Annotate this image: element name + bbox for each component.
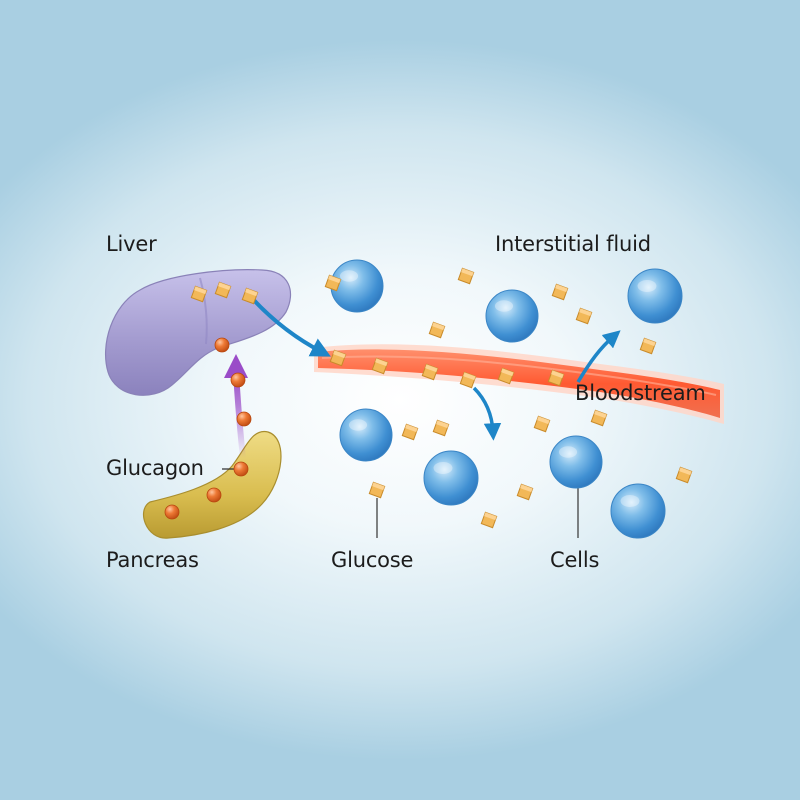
glucose-molecule [432, 419, 450, 437]
glucagon-molecule [236, 411, 252, 427]
cells-group [330, 259, 683, 539]
blood-vessel [314, 344, 724, 424]
cell [339, 408, 393, 462]
cell [485, 289, 539, 343]
glucose-group [190, 267, 693, 529]
glucose-molecule [480, 511, 498, 529]
glucose-molecule [368, 481, 386, 499]
glucagon-molecule [233, 461, 249, 477]
glucagon-label: Glucagon [106, 456, 204, 480]
glucose-molecule [590, 409, 608, 427]
glucose-molecule [401, 423, 419, 441]
glucose-molecule [371, 357, 389, 375]
cell [627, 268, 683, 324]
glucose-molecule [575, 307, 593, 325]
glucagon-group [164, 337, 252, 520]
glucose-molecule [241, 287, 259, 305]
glucagon-molecule [206, 487, 222, 503]
glucose-molecule [329, 349, 347, 367]
glucose-molecule [421, 363, 439, 381]
cell [610, 483, 666, 539]
glucose-molecule [497, 367, 515, 385]
glucose-molecule [214, 281, 232, 299]
glucose-molecule [533, 415, 551, 433]
glucose-molecule [639, 337, 657, 355]
glucose-molecule [428, 321, 446, 339]
glucose-molecule [457, 267, 475, 285]
interstitial-fluid-label: Interstitial fluid [495, 232, 651, 256]
cells-label: Cells [550, 548, 600, 572]
glucose-molecule [190, 285, 208, 303]
liver-to-bloodstream-arrow [248, 294, 331, 357]
cell [423, 450, 479, 506]
cell [549, 435, 603, 489]
glucose-molecule [516, 483, 534, 501]
pancreas-label: Pancreas [106, 548, 199, 572]
glucose-label: Glucose [331, 548, 414, 572]
bloodstream-label: Bloodstream [575, 381, 706, 405]
glucose-molecule [675, 466, 693, 484]
glucagon-molecule [230, 372, 246, 388]
glucose-molecule [547, 369, 565, 387]
glucagon-molecule [214, 337, 230, 353]
liver-label: Liver [106, 232, 157, 256]
glucose-molecule [551, 283, 569, 301]
glucagon-molecule [164, 504, 180, 520]
glucose-molecule [324, 274, 342, 292]
glucose-molecule [459, 371, 477, 389]
pancreas-shape [142, 430, 282, 539]
bloodstream-to-fluid-arrow-up [576, 330, 621, 383]
bloodstream-to-fluid-arrow-down [472, 386, 502, 441]
